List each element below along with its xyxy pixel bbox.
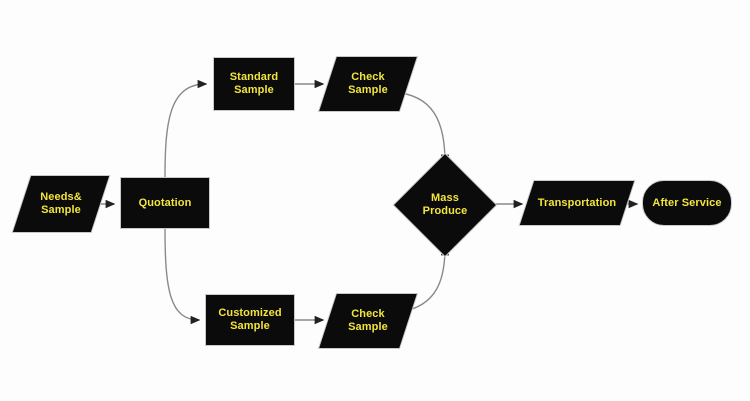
edge-quotation-to-customized bbox=[164, 228, 201, 325]
node-transportation[interactable]: Transportation bbox=[519, 181, 635, 225]
rectangle-shape bbox=[213, 57, 295, 111]
edge-quotation-to-standard bbox=[164, 79, 208, 178]
node-label: Check Sample bbox=[348, 308, 388, 333]
node-check-sample-bottom[interactable]: Check Sample bbox=[319, 294, 417, 348]
node-label: Standard Sample bbox=[229, 71, 279, 96]
node-check-sample-top[interactable]: Check Sample bbox=[319, 57, 417, 111]
node-quotation[interactable]: Quotation bbox=[120, 177, 210, 229]
node-after-service[interactable]: After Service bbox=[642, 180, 732, 226]
node-label: Needs& Sample bbox=[40, 191, 82, 216]
stadium-shape bbox=[642, 180, 732, 226]
node-standard-sample[interactable]: Standard Sample bbox=[213, 57, 295, 111]
node-label: After Service bbox=[652, 196, 722, 209]
node-label: Check Sample bbox=[348, 71, 388, 96]
node-needs-sample[interactable]: Needs& Sample bbox=[12, 176, 110, 232]
node-label: Mass Produce bbox=[422, 192, 468, 217]
rectangle-shape bbox=[205, 294, 295, 346]
node-label: Transportation bbox=[537, 196, 617, 209]
rectangle-shape bbox=[120, 177, 210, 229]
node-mass-produce[interactable]: Mass Produce bbox=[394, 154, 496, 256]
node-label: Quotation bbox=[138, 196, 192, 209]
edge-check-top-to-mass bbox=[399, 92, 450, 165]
node-label: Customized Sample bbox=[218, 307, 282, 332]
node-customized-sample[interactable]: Customized Sample bbox=[205, 294, 295, 346]
